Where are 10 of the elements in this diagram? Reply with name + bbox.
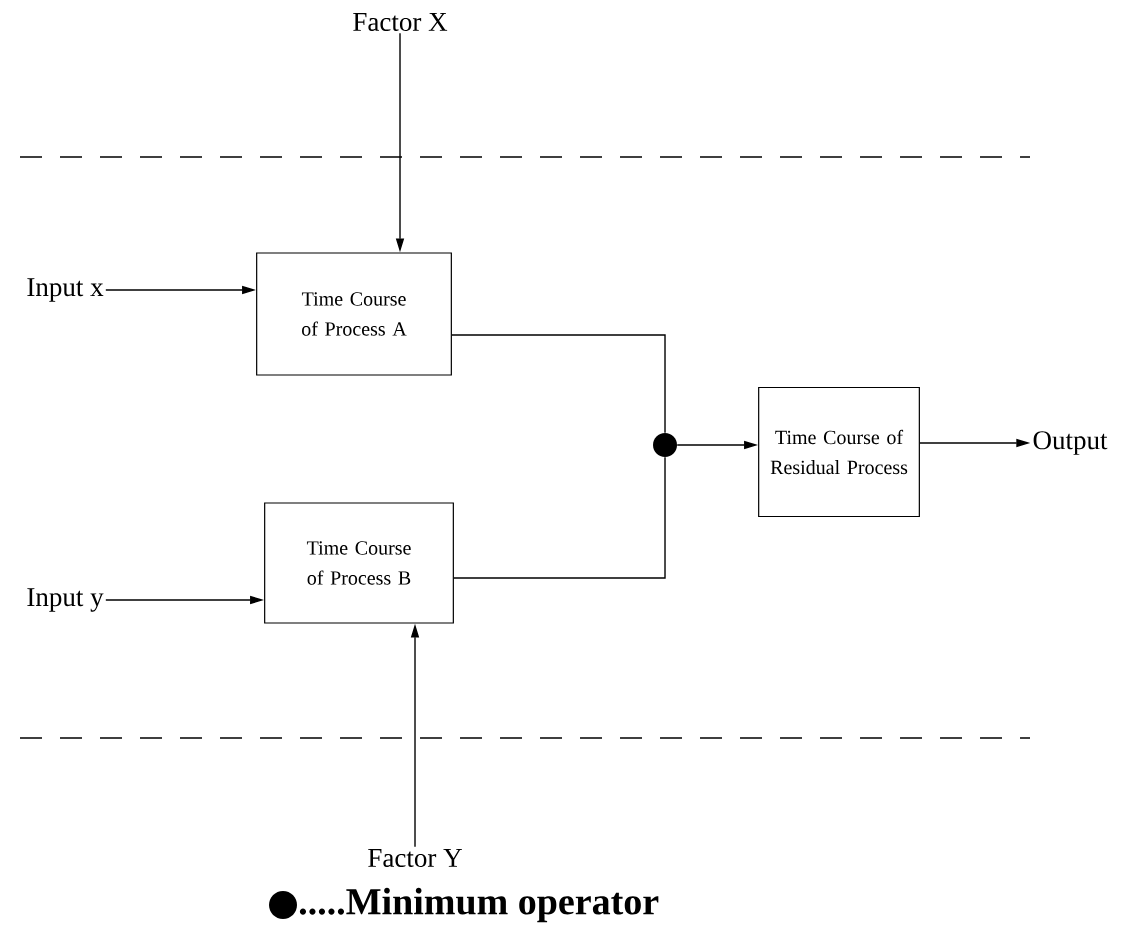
node-label: Input y [27,588,104,612]
node-label: Factor Y [368,849,462,867]
process-box: Time Course of Process B [264,502,454,624]
node-label: Input x [27,278,104,302]
operator-dot [653,433,677,457]
process-box: Time Course of Residual Process [758,386,920,518]
node-label: Factor X [353,13,448,31]
node-label: Output [1033,431,1108,455]
process-box: Time Course of Process A [256,252,452,376]
legend-text: .....Minimum operator [299,887,659,923]
